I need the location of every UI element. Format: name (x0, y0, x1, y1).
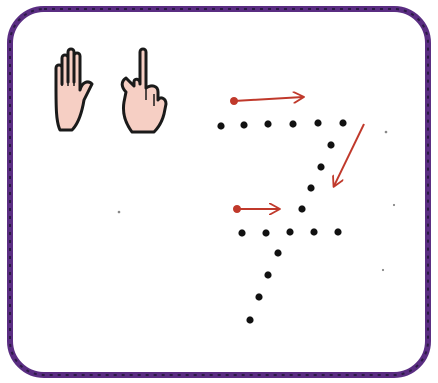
trace-dot (334, 228, 341, 235)
trace-dot (310, 228, 317, 235)
trace-dot (264, 271, 271, 278)
trace-dot (264, 120, 271, 127)
trace-dot (286, 228, 293, 235)
trace-dot (246, 316, 253, 323)
trace-dot (238, 229, 245, 236)
trace-dot (240, 121, 247, 128)
trace-dot (327, 141, 334, 148)
trace-dot (262, 229, 269, 236)
trace-dot (289, 120, 296, 127)
trace-dot (217, 122, 224, 129)
trace-dot (298, 205, 305, 212)
trace-dot (339, 119, 346, 126)
trace-dot (255, 293, 262, 300)
trace-dot (307, 184, 314, 191)
trace-dot (314, 119, 321, 126)
trace-dot (317, 163, 324, 170)
trace-dot (274, 249, 281, 256)
